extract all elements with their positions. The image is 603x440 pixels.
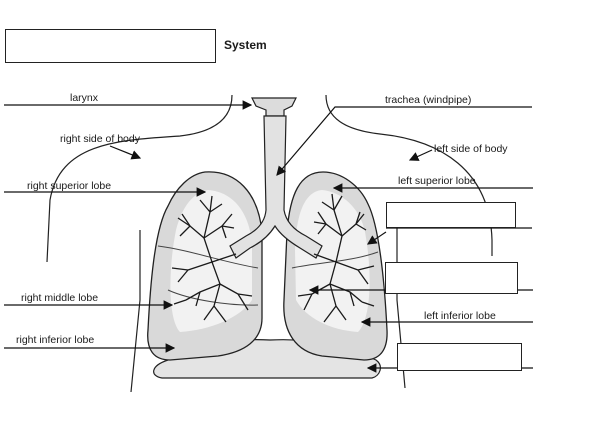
trachea-pointer [276,106,532,176]
label-left-side: left side of body [434,143,508,155]
label-left-superior: left superior lobe [398,175,476,187]
trachea [229,115,323,259]
body-outline-left [46,94,233,263]
label-right-superior: right superior lobe [27,180,112,192]
blank-answer-box-3[interactable] [397,343,522,371]
label-right-inferior: right inferior lobe [16,334,95,346]
larynx [251,97,297,117]
label-trachea: trachea (windpipe) [385,94,472,106]
right-bronchi [171,195,253,323]
label-right-side: right side of body [60,133,140,145]
diagram-title: System [224,38,267,52]
blank1-pointer [368,227,532,244]
torso-left [130,230,141,393]
label-larynx: larynx [70,92,99,104]
label-right-middle: right middle lobe [21,292,99,304]
system-name-box[interactable] [5,29,216,63]
right-side-pointer [109,145,142,160]
left-side-pointer [408,149,433,161]
label-left-inferior: left inferior lobe [424,310,496,322]
blank-answer-box-1[interactable] [386,202,516,228]
blank-answer-box-2[interactable] [385,262,518,294]
